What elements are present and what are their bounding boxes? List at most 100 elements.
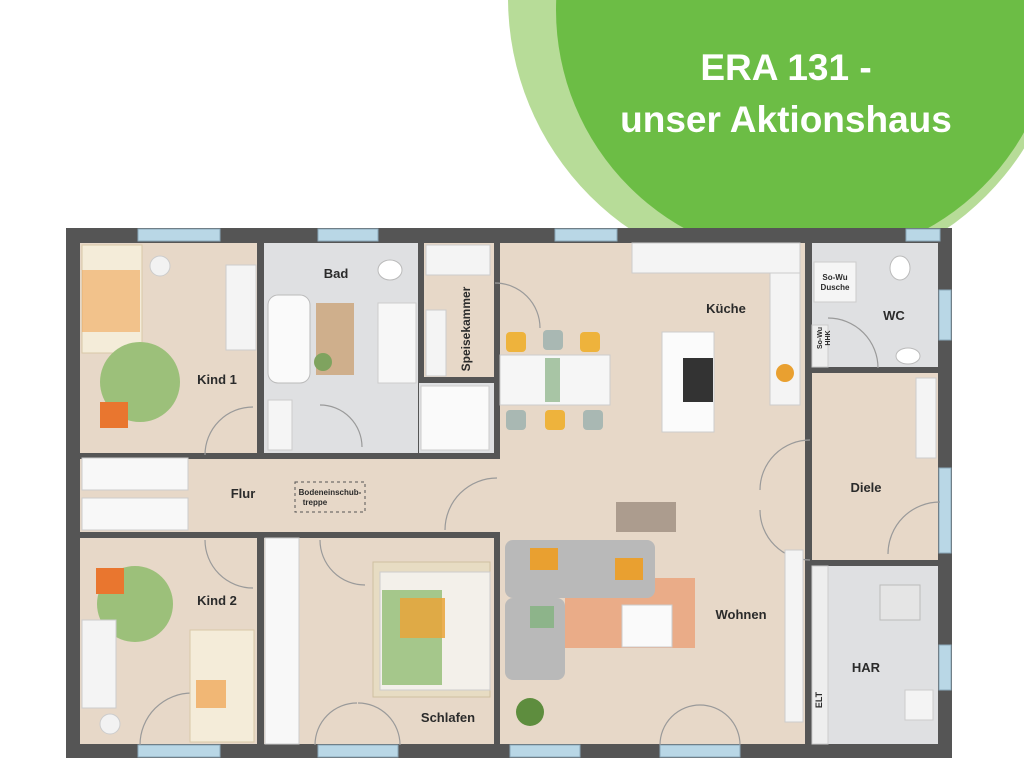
promo-badge-text: ERA 131 - unser Aktionshaus [596, 42, 976, 146]
coat-rack [915, 377, 937, 459]
bathtub [267, 294, 311, 384]
attic-hatch [294, 481, 366, 513]
cushion [96, 568, 124, 594]
pillow [530, 606, 554, 628]
chair [506, 410, 526, 430]
sink [895, 347, 921, 365]
door-kueche [444, 477, 498, 531]
wardrobe [81, 457, 189, 491]
elt-cabinet [811, 565, 829, 745]
label-schlafen: Schlafen [421, 710, 475, 725]
toilet [889, 255, 911, 281]
label-kind1: Kind 1 [197, 372, 237, 387]
chair [506, 332, 526, 352]
cabinet [267, 399, 293, 451]
pillow [530, 548, 558, 570]
pillow [615, 558, 643, 580]
furniture-schlafen [372, 561, 491, 698]
plant [314, 353, 332, 371]
door-bad [319, 404, 363, 448]
chair [543, 330, 563, 350]
chair [580, 332, 600, 352]
coffee-table [621, 604, 673, 648]
fruit-bowl [776, 364, 794, 382]
furniture-kind2 [81, 566, 255, 743]
door-kind2-terrace [139, 692, 193, 746]
furniture-wohnen [505, 502, 804, 726]
door-kind1 [204, 406, 254, 456]
label-hhk: HHK [825, 330, 832, 345]
hhk-unit [811, 324, 829, 368]
cooktop [683, 358, 713, 402]
badge-subtitle: unser Aktionshaus [620, 99, 952, 140]
windows [137, 228, 952, 758]
furniture-storage [420, 244, 491, 451]
bedspread [82, 270, 140, 332]
furniture-kind1 [81, 244, 257, 428]
door-wohnen-terrace [699, 704, 741, 746]
kitchen-counter [631, 242, 801, 274]
door-wc [827, 317, 879, 369]
toilet [377, 259, 403, 281]
furniture-flur [81, 457, 366, 745]
label-sowu-hhk: So-Wu [817, 327, 824, 349]
chair [583, 410, 603, 430]
door-entrance [887, 501, 941, 555]
window [137, 744, 221, 758]
badge-title: ERA 131 - [700, 47, 872, 88]
table-runner [545, 358, 560, 402]
furniture-bad [267, 259, 417, 451]
room-labels: Kind 1 Bad Speisekammer Küche WC So-Wu D… [197, 266, 905, 725]
door-schlafen-terrace [314, 702, 358, 746]
label-bodeneinschub-2: treppe [303, 498, 328, 507]
window [659, 744, 741, 758]
window [905, 228, 941, 242]
door-kind2 [204, 539, 254, 589]
wardrobe-schlafen [264, 537, 300, 745]
label-kind2: Kind 2 [197, 593, 237, 608]
window [938, 289, 952, 341]
shower-tray [420, 385, 490, 451]
door-schlafen [319, 539, 366, 586]
door-schlafen-terrace [357, 702, 401, 746]
shelf [425, 309, 447, 377]
door-wohnen-terrace [659, 704, 701, 746]
window [938, 644, 952, 691]
furniture-kueche [499, 242, 801, 433]
window [317, 744, 399, 758]
washing-machine [904, 689, 934, 721]
chair [545, 410, 565, 430]
lamp [149, 255, 171, 277]
label-wohnen: Wohnen [715, 607, 766, 622]
lamp [99, 713, 121, 735]
window [554, 228, 618, 242]
tv-sideboard [784, 549, 804, 723]
label-wc: WC [883, 308, 905, 323]
furniture-har [811, 565, 934, 745]
label-sowu: So-Wu [822, 273, 847, 282]
label-dusche: Dusche [821, 283, 850, 292]
label-har: HAR [852, 660, 881, 675]
label-speisekammer: Speisekammer [459, 286, 473, 371]
vanity [377, 302, 417, 384]
plant [516, 698, 544, 726]
label-bodeneinschub-1: Bodeneinschub- [299, 488, 362, 497]
shelf [425, 244, 491, 276]
kitchen-counter-side [769, 272, 801, 406]
window [317, 228, 379, 242]
throw-blanket [616, 502, 676, 532]
utility-unit [879, 584, 921, 621]
window [137, 228, 221, 242]
label-bad: Bad [324, 266, 349, 281]
dining-chairs [506, 332, 600, 430]
washing-machine-dusche [813, 261, 857, 303]
desk [81, 619, 117, 709]
throw [400, 598, 445, 638]
label-kueche: Küche [706, 301, 746, 316]
cushion [100, 402, 128, 428]
wardrobe [81, 497, 189, 531]
bedspread [196, 680, 226, 708]
label-elt: ELT [814, 691, 824, 708]
label-diele: Diele [850, 480, 881, 495]
